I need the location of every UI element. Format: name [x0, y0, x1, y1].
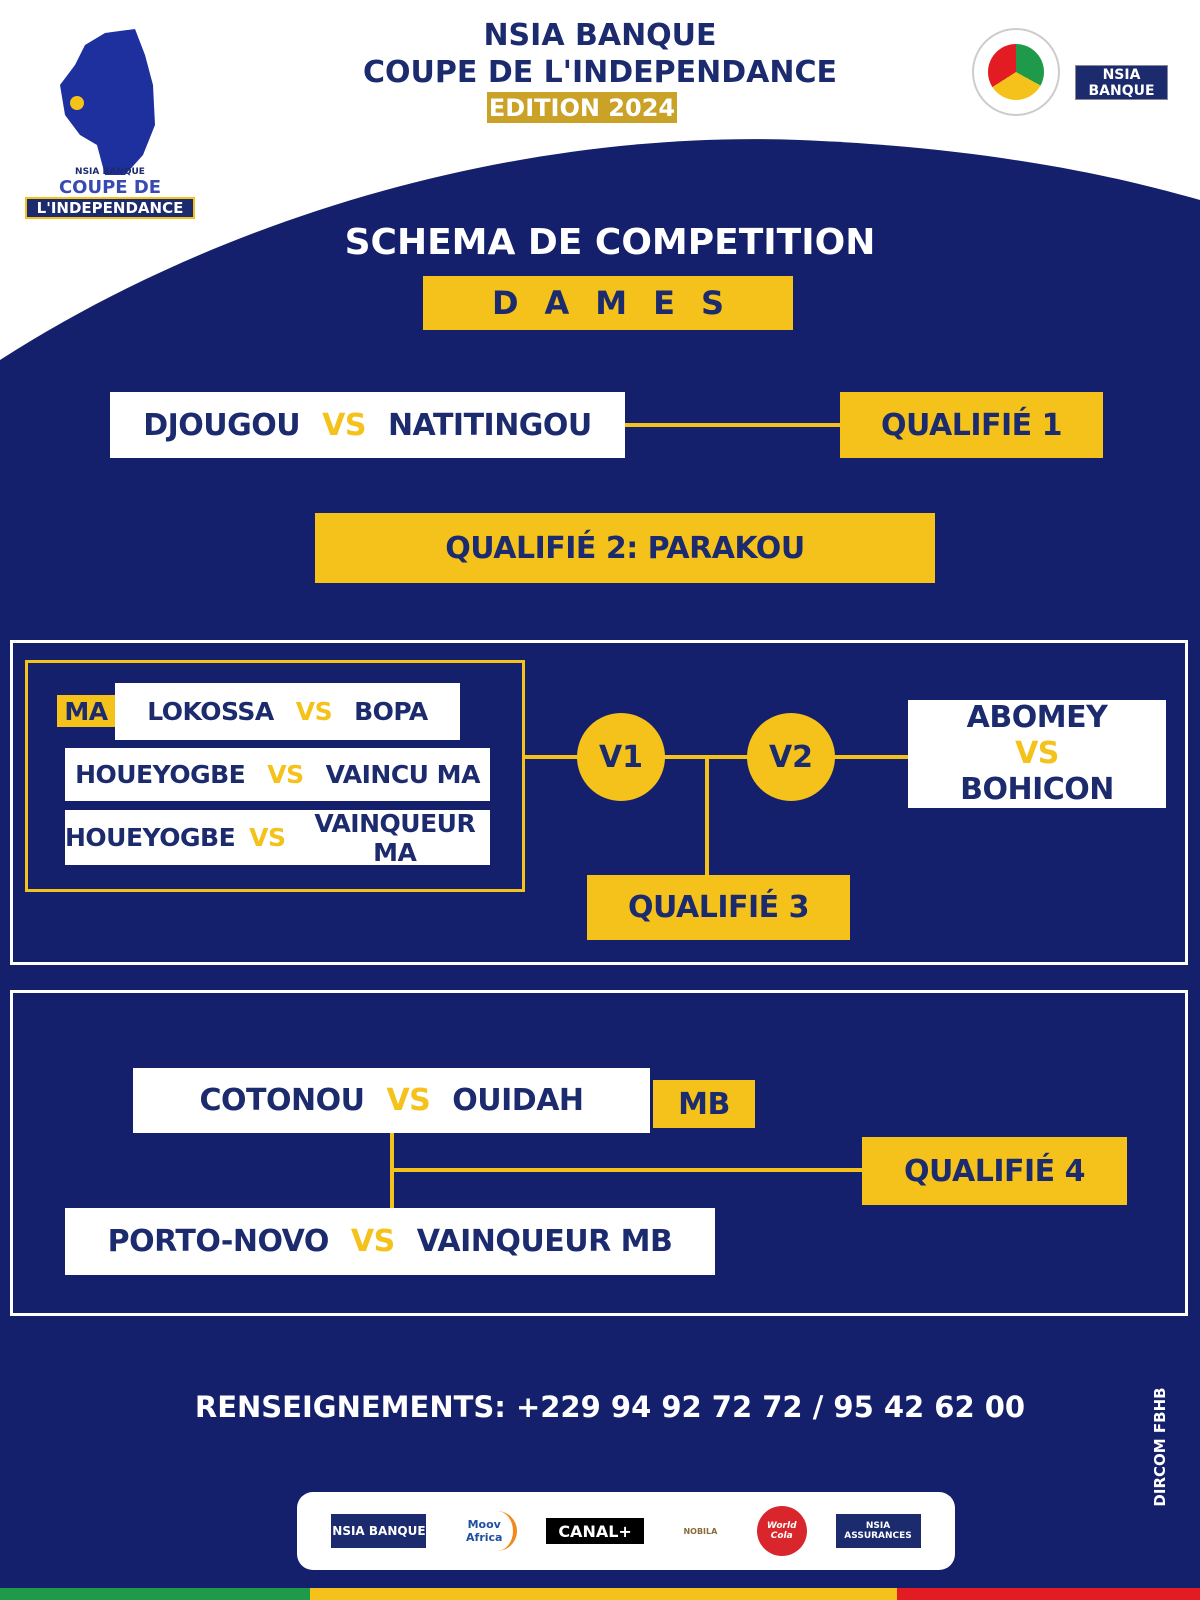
qualifie-3: QUALIFIÉ 3	[587, 875, 850, 940]
group-4-frame	[10, 990, 1188, 1316]
fbhb-logo	[972, 28, 1060, 116]
sponsor-bar: NSIA BANQUE Moov Africa CANAL+ NOBILA Wo…	[297, 1492, 955, 1570]
sponsor-nsia-assurances: NSIA ASSURANCES	[835, 1514, 921, 1548]
sponsor-world-cola: World Cola	[756, 1506, 807, 1556]
connector	[705, 757, 709, 877]
sponsor-nsia-banque: NSIA BANQUE	[331, 1514, 427, 1548]
v2-circle: V2	[747, 713, 835, 801]
ma-label: MA	[57, 695, 115, 727]
connector	[625, 423, 840, 427]
qualifie-4: QUALIFIÉ 4	[862, 1137, 1127, 1205]
sponsor-canal: CANAL+	[546, 1518, 645, 1544]
ma-frame	[25, 660, 525, 892]
group-3-frame	[10, 640, 1188, 965]
mb-label: MB	[653, 1080, 755, 1128]
page-title: SCHEMA DE COMPETITION	[344, 222, 876, 263]
connector	[525, 755, 910, 759]
contact-info: RENSEIGNEMENTS: +229 94 92 72 72 / 95 42…	[194, 1390, 1026, 1424]
credit: DIRCOM FBHB	[1151, 1387, 1169, 1507]
coupe-logo: NSIA BANQUE COUPE DE L'INDEPENDANCE	[25, 25, 195, 225]
benin-map-icon	[60, 29, 155, 175]
edition-badge: EDITION 2024	[487, 92, 677, 123]
sponsor-nobila: NOBILA	[683, 1526, 718, 1536]
category-badge: DAMES	[423, 276, 793, 330]
qualifie-1: QUALIFIÉ 1	[840, 392, 1103, 458]
qualifie-2: QUALIFIÉ 2: PARAKOU	[315, 513, 935, 583]
connector	[390, 1168, 862, 1172]
v1-circle: V1	[577, 713, 665, 801]
nsia-logo: NSIA BANQUE	[1075, 65, 1168, 100]
sponsor-moov: Moov Africa	[455, 1511, 518, 1551]
header-line1: NSIA BANQUE	[483, 18, 717, 53]
header-line2: COUPE DE L'INDEPENDANCE	[363, 55, 837, 90]
